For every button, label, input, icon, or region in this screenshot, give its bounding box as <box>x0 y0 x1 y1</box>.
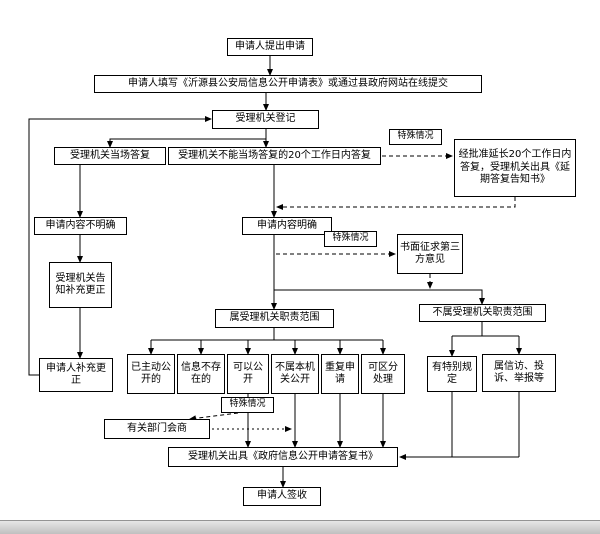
node-content-clear: 申请内容明确 <box>242 217 332 235</box>
node-authority-register: 受理机关登记 <box>212 110 319 129</box>
node-applicant-sign-receipt: 申请人签收 <box>243 487 321 506</box>
node-petition-complaint: 属信访、投诉、举报等 <box>482 354 556 392</box>
solid-connectors <box>28 56 522 488</box>
node-applicant-supplement: 申请人补充更正 <box>39 358 113 392</box>
node-info-not-exist: 信息不存在的 <box>177 354 225 394</box>
dashed-connectors <box>189 153 516 422</box>
node-special-case-2: 特殊情况 <box>324 231 377 247</box>
node-already-public: 已主动公开的 <box>127 354 175 394</box>
node-notify-supplement: 受理机关告知补充更正 <box>49 262 112 308</box>
node-onspot-reply: 受理机关当场答复 <box>54 147 166 165</box>
window-bottom-edge <box>0 520 600 534</box>
node-outside-scope: 不属受理机关职责范围 <box>419 304 546 322</box>
node-special-case-1: 特殊情况 <box>389 129 442 145</box>
node-fill-application-form: 申请人填写《沂源县公安局信息公开申请表》或通过县政府网站在线提交 <box>94 75 482 93</box>
node-separable-handling: 可区分处理 <box>361 354 405 394</box>
node-extension-notice: 经批准延长20个工作日内答复，受理机关出具《延期答复告知书》 <box>454 139 576 197</box>
node-third-party-opinion: 书面征求第三方意见 <box>397 234 463 274</box>
node-repeat-application: 重复申请 <box>321 354 359 394</box>
node-issue-reply-document: 受理机关出具《政府信息公开申请答复书》 <box>168 447 398 467</box>
node-applicant-submit: 申请人提出申请 <box>227 38 313 56</box>
node-not-this-organ: 不属本机关公开 <box>271 354 319 394</box>
node-special-rules: 有特别规定 <box>427 356 477 392</box>
node-content-unclear: 申请内容不明确 <box>34 217 127 235</box>
node-special-case-3: 特殊情况 <box>221 397 274 413</box>
node-within-scope: 属受理机关职责范围 <box>215 309 334 328</box>
node-department-consultation: 有关部门会商 <box>104 419 210 439</box>
node-reply-within-20-days: 受理机关不能当场答复的20个工作日内答复 <box>168 147 381 165</box>
node-can-disclose: 可以公开 <box>227 354 269 394</box>
